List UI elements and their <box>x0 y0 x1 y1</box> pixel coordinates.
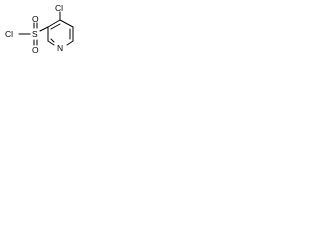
structure-diagram: Cl Cl S O O N <box>5 3 74 55</box>
atom-label-sulfonyl-chlorine: Cl <box>5 29 13 39</box>
ring-bond-c3-c4 <box>47 19 61 28</box>
ring-bond-n1-c2 <box>47 40 55 46</box>
atom-label-oxygen-bottom: O <box>32 45 39 55</box>
atom-label-ring-nitrogen: N <box>57 43 63 53</box>
ring-bond-c4-c5 <box>59 19 74 28</box>
atom-label-sulfur: S <box>32 29 38 39</box>
atom-label-ring-chlorine: Cl <box>55 3 63 13</box>
atom-label-oxygen-top: O <box>32 14 39 24</box>
ring-bond-c6-n1 <box>66 40 74 46</box>
ring-bond-c3-c4-inner <box>50 23 61 30</box>
ring-bond-n1-c2-inner <box>50 38 55 43</box>
bond-c3-s <box>39 26 49 32</box>
